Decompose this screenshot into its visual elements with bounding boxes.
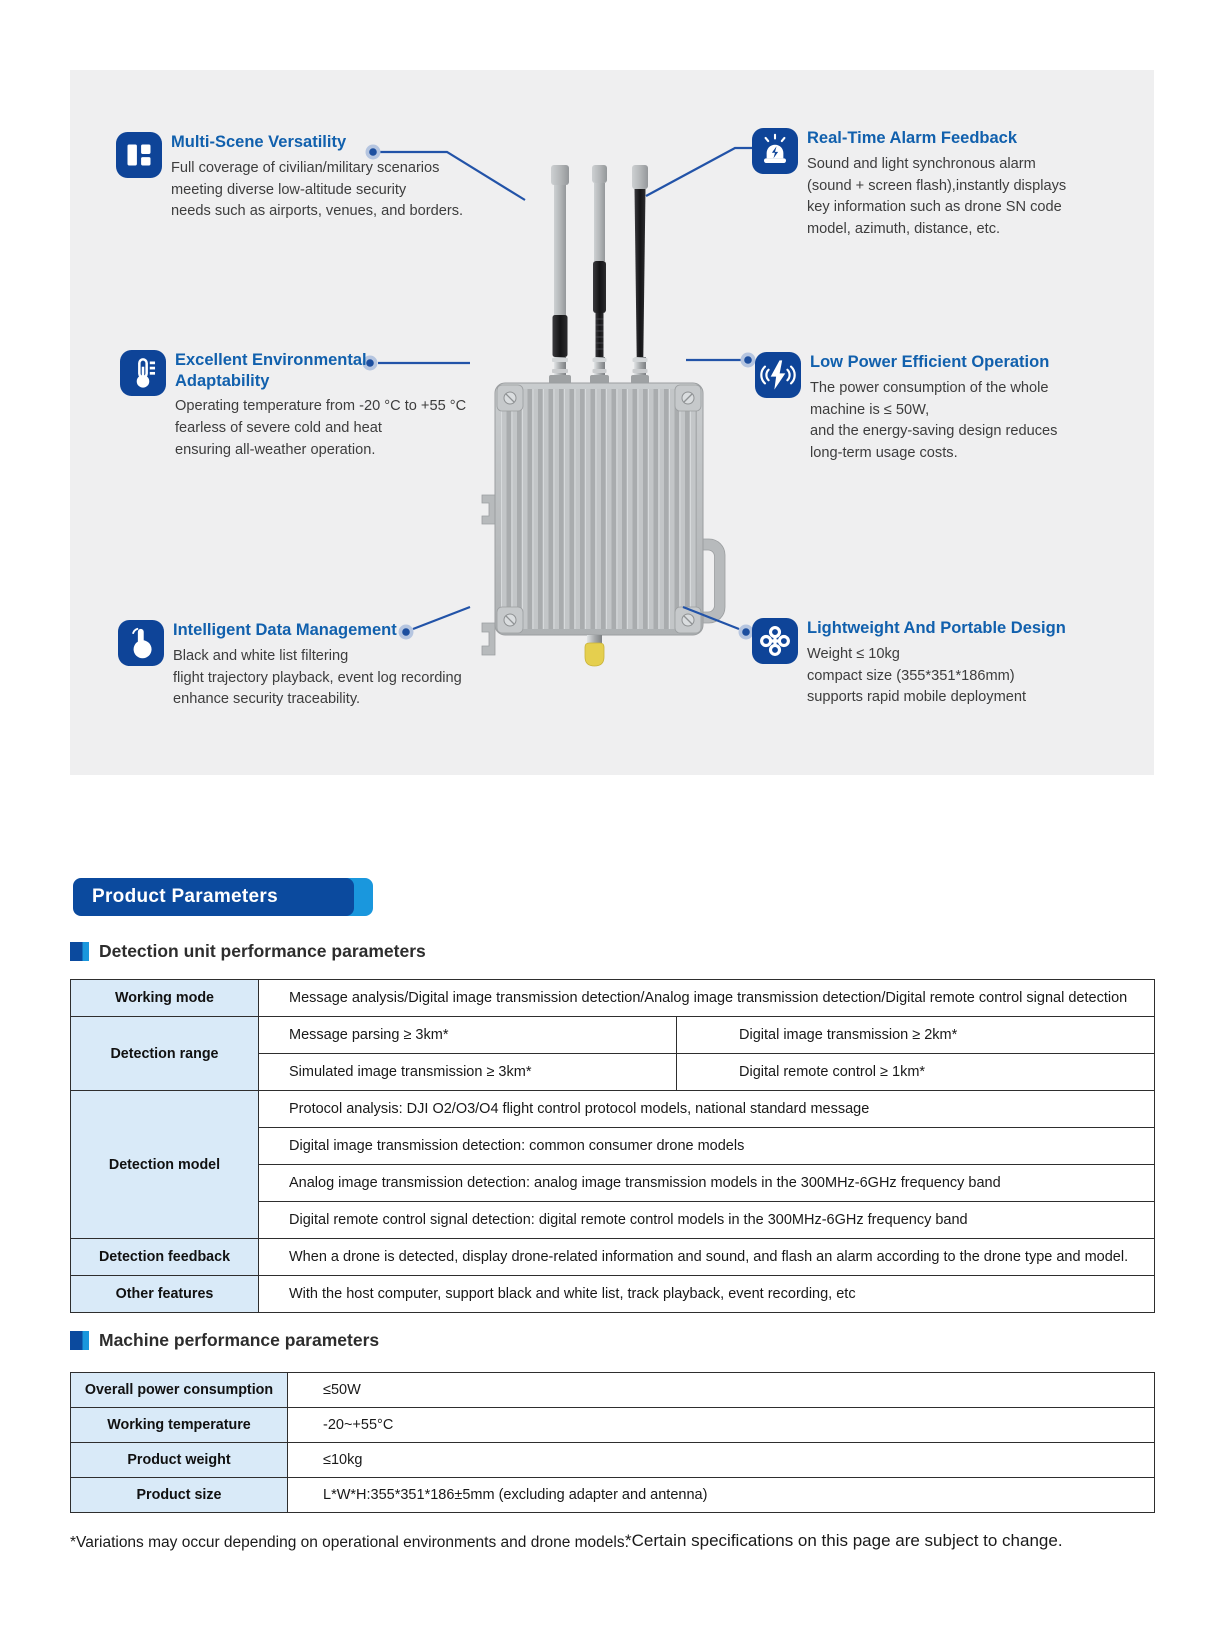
- table-row: Detection model Protocol analysis: DJI O…: [70, 1090, 1156, 1239]
- spec-label-cell: Working temperature: [70, 1407, 288, 1443]
- table-row: Overall power consumption ≤50W: [70, 1372, 1155, 1408]
- spec-value-cell: Message parsing ≥ 3km*: [258, 1016, 677, 1054]
- spec-value-cell: Digital image transmission detection: co…: [257, 1127, 1156, 1165]
- feature-environmental: Excellent Environmental Adaptability Ope…: [120, 350, 466, 462]
- feature-description: The power consumption of the whole machi…: [810, 379, 1058, 462]
- spec-value-cell: ≤10kg: [287, 1442, 1155, 1478]
- section-bullet-icon: [70, 942, 89, 961]
- footnote-variations: *Variations may occur depending on opera…: [70, 1534, 629, 1551]
- footnote-specifications: *Certain specifications on this page are…: [625, 1531, 1063, 1550]
- layout-grid-icon: [116, 132, 162, 178]
- power-bolt-icon: [755, 352, 801, 398]
- spec-value-cell: ≤50W: [287, 1372, 1155, 1408]
- table-row: Analog image transmission detection: ana…: [71, 1164, 1156, 1202]
- spec-label-cell: Working mode: [70, 979, 259, 1017]
- feature-multi-scene: Multi-Scene Versatility Full coverage of…: [116, 132, 463, 223]
- spec-value-cell: Digital remote control signal detection:…: [257, 1201, 1156, 1239]
- siren-alarm-icon: [752, 128, 798, 174]
- feature-description: Sound and light synchronous alarm (sound…: [807, 155, 1067, 238]
- product-parameters-banner: Product Parameters: [73, 878, 383, 916]
- feature-low-power: Low Power Efficient Operation The power …: [755, 352, 1057, 465]
- spec-label-cell: Detection range: [70, 1016, 259, 1091]
- feature-title: Real-Time Alarm Feedback: [807, 129, 1018, 147]
- table-row: Other features With the host computer, s…: [70, 1275, 1156, 1313]
- section-heading-text: Detection unit performance parameters: [99, 941, 426, 961]
- section-bullet-icon: [70, 1331, 89, 1350]
- spec-value-cell: Protocol analysis: DJI O2/O3/O4 flight c…: [257, 1090, 1156, 1128]
- spec-label-cell: Overall power consumption: [70, 1372, 288, 1408]
- feature-lightweight: Lightweight And Portable Design Weight ≤…: [752, 618, 1066, 709]
- section-heading-text: Machine performance parameters: [99, 1330, 380, 1350]
- spec-label-cell: Detection model: [70, 1090, 259, 1239]
- device-product-image: [481, 165, 726, 667]
- spec-label-cell: Product weight: [70, 1442, 288, 1478]
- feature-description: Weight ≤ 10kg compact size (355*351*186m…: [807, 645, 1027, 706]
- spec-value-cell: Simulated image transmission ≥ 3km*: [258, 1053, 677, 1091]
- table-row: Product size L*W*H:355*351*186±5mm (excl…: [70, 1477, 1155, 1513]
- banner-title: Product Parameters: [92, 886, 278, 907]
- feature-description: Operating temperature from -20 °C to +55…: [175, 398, 467, 459]
- spec-label-cell: Product size: [70, 1477, 288, 1513]
- spec-value-cell: -20~+55°C: [287, 1407, 1155, 1443]
- feature-hero-panel: Multi-Scene Versatility Full coverage of…: [70, 70, 1154, 775]
- machine-section-heading: Machine performance parameters: [70, 1330, 379, 1351]
- feature-title: Lightweight And Portable Design: [807, 619, 1066, 637]
- feature-description: Black and white list filtering flight tr…: [173, 647, 462, 708]
- thermometer-icon: [120, 350, 166, 396]
- touch-hand-icon: [118, 620, 164, 666]
- spec-value-cell: L*W*H:355*351*186±5mm (excluding adapter…: [287, 1477, 1155, 1513]
- feature-title: Intelligent Data Management: [173, 621, 397, 639]
- spec-value-cell: Message analysis/Digital image transmiss…: [257, 979, 1156, 1017]
- detection-performance-table: Working mode Message analysis/Digital im…: [70, 979, 1156, 1313]
- spec-value-cell: With the host computer, support black an…: [257, 1275, 1156, 1313]
- table-row: Simulated image transmission ≥ 3km* Digi…: [71, 1053, 1156, 1091]
- feature-title: Low Power Efficient Operation: [810, 353, 1050, 371]
- table-row: Detection feedback When a drone is detec…: [70, 1238, 1156, 1276]
- spec-label-cell: Other features: [70, 1275, 259, 1313]
- feature-title: Multi-Scene Versatility: [171, 133, 347, 151]
- spec-value-cell: When a drone is detected, display drone-…: [257, 1238, 1156, 1276]
- table-row: Product weight ≤10kg: [70, 1442, 1155, 1478]
- spec-value-cell: Analog image transmission detection: ana…: [257, 1164, 1156, 1202]
- feature-intelligent-data: Intelligent Data Management Black and wh…: [118, 620, 462, 711]
- table-row: Working mode Message analysis/Digital im…: [70, 979, 1156, 1017]
- spec-value-cell: Digital image transmission ≥ 2km*: [675, 1016, 1156, 1054]
- machine-performance-table: Overall power consumption ≤50W Working t…: [70, 1372, 1155, 1513]
- table-row: Digital image transmission detection: co…: [71, 1127, 1156, 1165]
- spec-label-cell: Detection feedback: [70, 1238, 259, 1276]
- table-row: Detection range Message parsing ≥ 3km* D…: [70, 1016, 1156, 1091]
- spec-value-cell: Digital remote control ≥ 1km*: [675, 1053, 1156, 1091]
- feature-real-time-alarm: Real-Time Alarm Feedback Sound and light…: [752, 128, 1066, 241]
- feature-title: Excellent Environmental Adaptability: [175, 351, 367, 390]
- feature-description: Full coverage of civilian/military scena…: [171, 159, 464, 220]
- knot-link-icon: [752, 618, 798, 664]
- table-row: Working temperature -20~+55°C: [70, 1407, 1155, 1443]
- table-row: Digital remote control signal detection:…: [71, 1201, 1156, 1239]
- detection-section-heading: Detection unit performance parameters: [70, 941, 426, 962]
